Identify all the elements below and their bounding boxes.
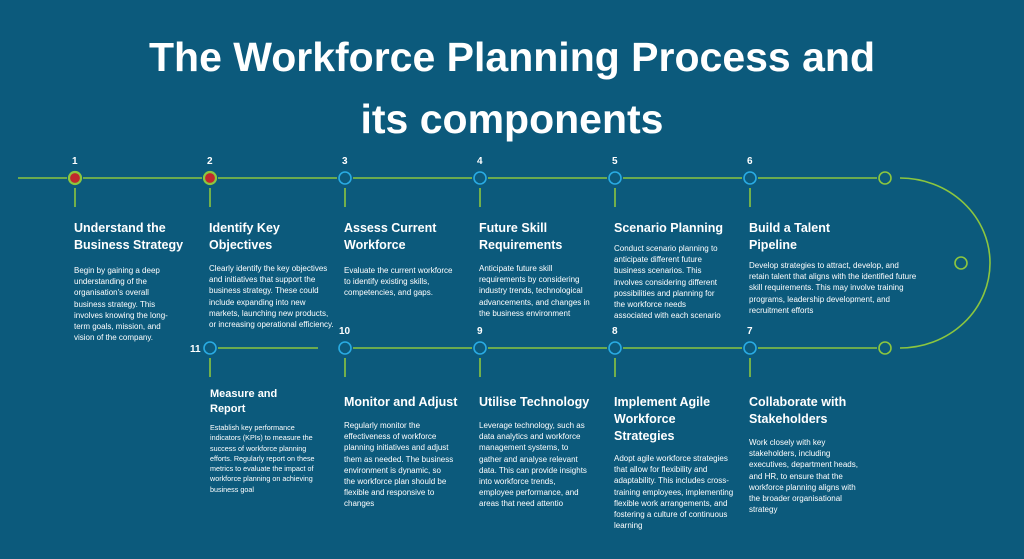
node-arc-mid bbox=[954, 256, 968, 270]
step-number: 9 bbox=[477, 326, 483, 337]
node-end-bottom bbox=[878, 341, 892, 355]
title-line-1: The Workforce Planning Process and bbox=[148, 34, 876, 80]
node-6 bbox=[743, 171, 757, 185]
step-description: Anticipate future skill requirements by … bbox=[479, 264, 590, 318]
step-title: Collaborate with Stakeholders bbox=[749, 395, 847, 426]
step-title: Utilise Technology bbox=[479, 395, 590, 409]
step-description: Regularly monitor the effectiveness of w… bbox=[344, 421, 454, 509]
step-description: Evaluate the current workforce to identi… bbox=[344, 266, 453, 298]
step-number: 8 bbox=[612, 326, 618, 337]
step-number: 10 bbox=[339, 326, 351, 337]
step-description: Conduct scenario planning to anticipate … bbox=[614, 244, 721, 321]
step-title: Measure and Report bbox=[210, 388, 278, 415]
node-2 bbox=[202, 170, 218, 186]
node-7 bbox=[743, 341, 757, 355]
node-10 bbox=[338, 341, 352, 355]
node-9 bbox=[473, 341, 487, 355]
node-end-top bbox=[878, 171, 892, 185]
step-title: Scenario Planning bbox=[614, 221, 724, 235]
step-description: Establish key performance indicators (KP… bbox=[210, 423, 315, 494]
step-description: Begin by gaining a deep understanding of… bbox=[74, 266, 168, 343]
step-number: 4 bbox=[477, 156, 483, 167]
step-description: Work closely with key stakeholders, incl… bbox=[749, 438, 858, 515]
node-1 bbox=[67, 170, 83, 186]
step-number: 7 bbox=[747, 326, 753, 337]
step-title: Identify Key Objectives bbox=[209, 221, 280, 252]
step-number: 3 bbox=[342, 156, 348, 167]
step-title: Implement Agile Workforce Strategies bbox=[614, 395, 711, 443]
step-description: Develop strategies to attract, develop, … bbox=[749, 261, 917, 315]
step-number: 11 bbox=[190, 344, 201, 355]
step-title: Future Skill Requirements bbox=[479, 221, 563, 252]
node-8 bbox=[608, 341, 622, 355]
step-description: Adopt agile workforce strategies that al… bbox=[614, 454, 734, 531]
step-number: 2 bbox=[207, 156, 213, 167]
page-title: The Workforce Planning Process and its c… bbox=[0, 26, 1024, 150]
step-title: Monitor and Adjust bbox=[344, 395, 458, 409]
step-number: 5 bbox=[612, 156, 618, 167]
step-title: Understand the Business Strategy bbox=[74, 221, 184, 252]
step-description: Clearly identify the key objectives and … bbox=[209, 264, 334, 330]
node-4 bbox=[473, 171, 487, 185]
node-3 bbox=[338, 171, 352, 185]
node-5 bbox=[608, 171, 622, 185]
title-line-2: its components bbox=[360, 96, 664, 142]
connector-arc bbox=[899, 177, 991, 349]
step-title: Assess Current Workforce bbox=[344, 221, 437, 252]
step-description: Leverage technology, such as data analyt… bbox=[479, 421, 587, 509]
step-title: Build a Talent Pipeline bbox=[749, 221, 831, 252]
node-11 bbox=[203, 341, 217, 355]
step-number: 6 bbox=[747, 156, 753, 167]
step-number: 1 bbox=[72, 156, 78, 167]
